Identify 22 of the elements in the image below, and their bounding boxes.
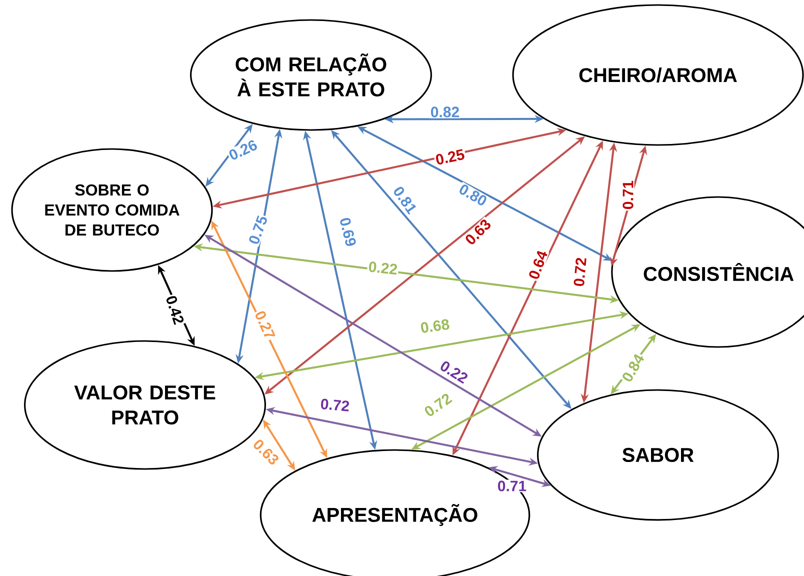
- edge-label: 0.22: [366, 260, 400, 276]
- edge-label: 0.27: [252, 308, 278, 342]
- edge-label: 0.68: [418, 318, 452, 334]
- ellipse-node: SABOR: [537, 389, 779, 521]
- edge-label: 0.42: [164, 293, 186, 327]
- edge-label: 0.63: [462, 216, 494, 248]
- ellipse-node: CHEIRO/AROMA: [512, 4, 804, 146]
- edge-label: 0.25: [433, 148, 467, 166]
- edge-label: 0.72: [422, 390, 454, 420]
- edge-label: 0.71: [496, 480, 528, 492]
- edge-label: 0.69: [338, 215, 358, 249]
- ellipse-node: COM RELAÇÃO À ESTE PRATO: [190, 19, 432, 131]
- edge-label: 0.64: [526, 248, 550, 282]
- ellipse-node: SOBRE O EVENTO COMIDA DE BUTECO: [11, 148, 213, 272]
- edge-label: 0.75: [246, 213, 270, 247]
- edge-label: 0.71: [622, 179, 634, 211]
- edge-label: 0.22: [437, 358, 471, 386]
- edge-label: 0.82: [429, 106, 461, 118]
- edge-label: 0.80: [456, 182, 490, 208]
- edge-label: 0.72: [318, 397, 352, 413]
- edge-label: 0.72: [572, 256, 588, 288]
- edge-label: 0.26: [226, 138, 260, 162]
